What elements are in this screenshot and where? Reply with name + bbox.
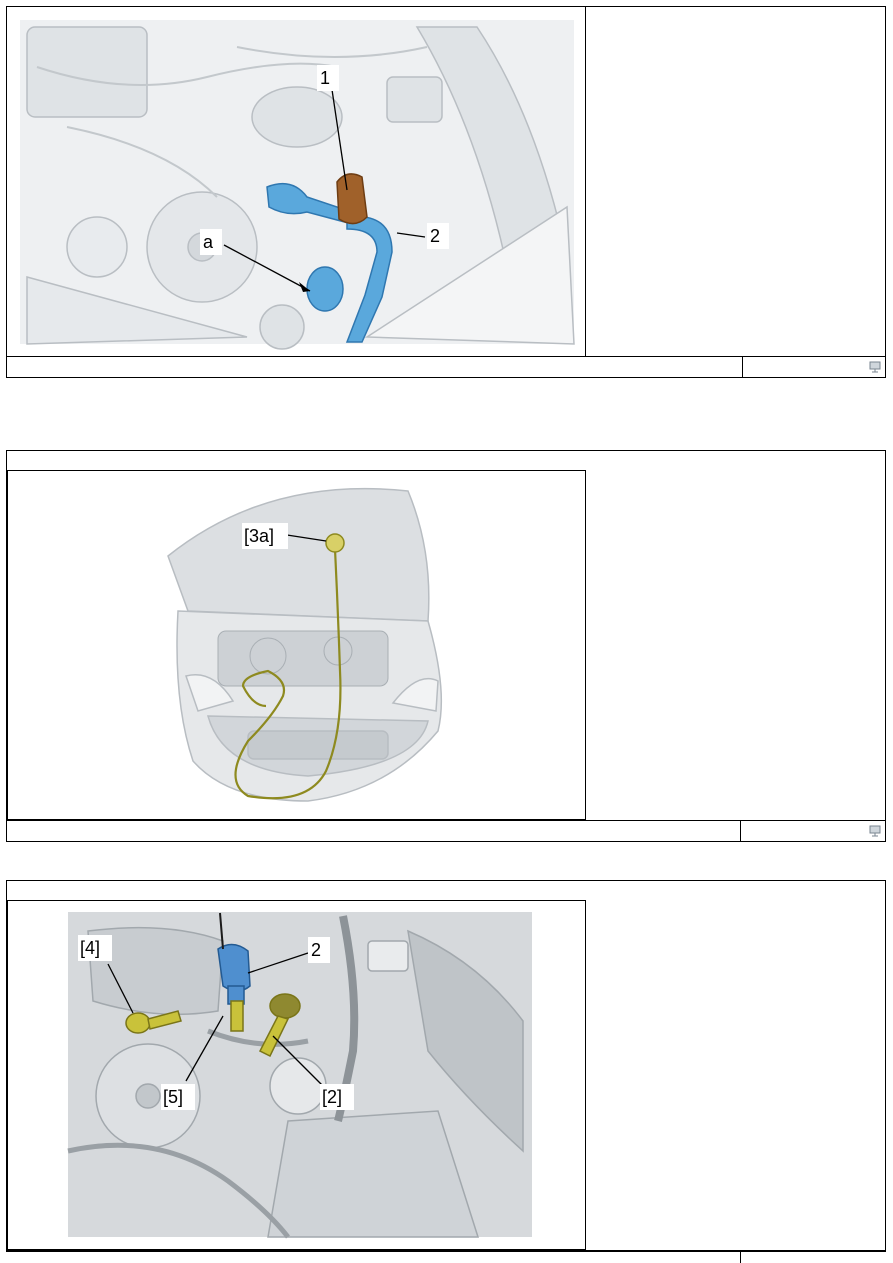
print-icon[interactable]: [869, 825, 881, 837]
callout-2: 2: [430, 226, 440, 246]
callout-5: [5]: [163, 1087, 183, 1107]
figure-2-illustration: [3a]: [167, 487, 443, 802]
figure-2-footer: [6, 820, 886, 842]
print-icon[interactable]: [869, 361, 881, 373]
figure-1-illustration: 1 2 a: [20, 20, 575, 350]
callout-a: a: [203, 232, 214, 252]
footer-cell-right: [742, 357, 885, 377]
footer-cell-right: [740, 821, 885, 841]
callout-2-tool: [2]: [322, 1087, 342, 1107]
figure-3-frame: [4] 2 [5] [2]: [7, 900, 586, 1250]
figure-1-frame: 1 2 a: [6, 6, 586, 357]
callout-3a: [3a]: [244, 526, 274, 546]
figure-1-footer: [6, 356, 886, 378]
figure-3-footer-line: [6, 1250, 886, 1251]
figure-2-frame: [3a]: [7, 470, 586, 820]
callout-1: 1: [320, 68, 330, 88]
figure-3-illustration: [4] 2 [5] [2]: [67, 912, 532, 1239]
callout-4: [4]: [80, 938, 100, 958]
callout-2-blue: 2: [311, 940, 321, 960]
figure-3-footer-divider: [740, 1250, 741, 1263]
